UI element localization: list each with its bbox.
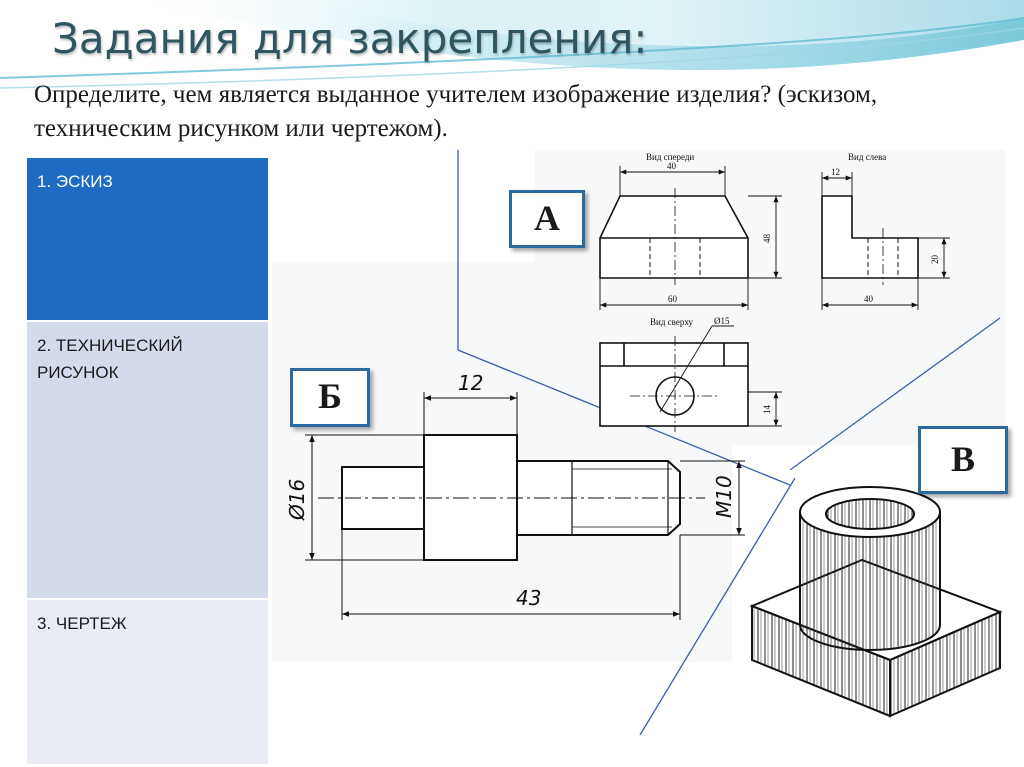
wave-header-decoration: [0, 0, 1024, 89]
dim-label: 14: [762, 405, 772, 415]
question-text: Определите, чем является выданное учител…: [34, 81, 878, 142]
answer-option-label: 3. ЧЕРТЕЖ: [27, 599, 268, 766]
dim-label: Ø16: [285, 479, 309, 521]
top-view-title: Вид сверху: [650, 317, 693, 327]
front-view-title: Вид спереди: [646, 152, 694, 162]
label-a: А: [509, 190, 585, 248]
drawing-b-dimensions: [305, 392, 745, 620]
dim-label: 40: [864, 294, 874, 304]
answer-option-sketch[interactable]: 1. ЭСКИЗ: [27, 158, 268, 322]
dim-label: 12: [831, 167, 840, 177]
drawing-c-isometric: [749, 486, 1003, 718]
answer-option-blueprint[interactable]: 3. ЧЕРТЕЖ: [27, 599, 268, 766]
dim-label: 43: [516, 586, 541, 610]
dim-label: Ø15: [714, 316, 730, 326]
answer-option-label: 1. ЭСКИЗ: [27, 158, 268, 322]
dim-label: 12: [458, 371, 483, 395]
answer-option-label: 2. ТЕХНИЧЕСКИЙ РИСУНОК: [27, 321, 268, 600]
slide-title: Задания для закрепления:: [52, 14, 648, 63]
drawing-a-dimensions: [599, 166, 950, 427]
drawing-b-shaft: [318, 434, 705, 561]
dim-label: 20: [930, 255, 940, 265]
label-b: Б: [290, 368, 370, 427]
dim-label: M10: [712, 475, 736, 518]
side-view-title: Вид слева: [848, 152, 886, 162]
answer-options-table: 1. ЭСКИЗ 2. ТЕХНИЧЕСКИЙ РИСУНОК 3. ЧЕРТЕ…: [27, 158, 268, 766]
dim-label: 48: [762, 234, 772, 244]
dim-label: 40: [667, 161, 677, 171]
answer-option-technical-drawing[interactable]: 2. ТЕХНИЧЕСКИЙ РИСУНОК: [27, 321, 268, 600]
drawing-a-orthographic: [599, 188, 919, 432]
dim-label: 60: [668, 294, 678, 304]
label-c: В: [918, 426, 1008, 494]
